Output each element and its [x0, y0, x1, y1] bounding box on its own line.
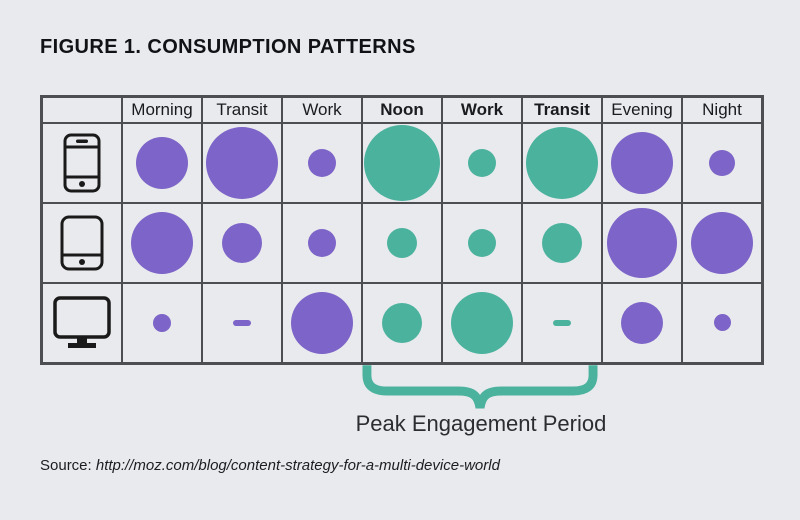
column-header-transit: Transit	[201, 95, 283, 124]
bubble-mark	[308, 229, 336, 257]
source-line: Source: http://moz.com/blog/content-stra…	[40, 457, 500, 474]
matrix-cell	[681, 282, 764, 365]
tablet-icon	[60, 215, 104, 271]
bubble-mark	[387, 228, 417, 258]
matrix-cell	[601, 282, 683, 365]
matrix-cell	[361, 122, 443, 204]
device-cell-smartphone	[40, 122, 123, 204]
bubble-mark	[136, 137, 188, 189]
bubble-mark	[468, 229, 496, 257]
bubble-mark	[382, 303, 422, 343]
bubble-mark	[611, 132, 673, 194]
bubble-mark	[308, 149, 336, 177]
bubble-mark	[451, 292, 513, 354]
bubble-mark	[621, 302, 663, 344]
source-url: http://moz.com/blog/content-strategy-for…	[95, 457, 500, 474]
bubble-mark	[222, 223, 262, 263]
bubble-mark	[691, 212, 753, 274]
matrix-cell	[281, 282, 363, 365]
device-row-tablet	[40, 202, 764, 284]
peak-period-brace-icon	[361, 365, 599, 413]
column-header-noon: Noon	[361, 95, 443, 124]
matrix-cell	[441, 202, 523, 284]
column-header-morning: Morning	[121, 95, 203, 124]
matrix-cell	[361, 202, 443, 284]
matrix-cell	[201, 202, 283, 284]
bubble-mark	[364, 125, 440, 201]
dash-mark	[553, 319, 571, 326]
matrix-cell	[201, 282, 283, 365]
matrix-cell	[281, 122, 363, 204]
device-row-smartphone	[40, 122, 764, 204]
matrix-cell	[681, 122, 764, 204]
bubble-mark	[526, 127, 598, 199]
column-header-work: Work	[281, 95, 363, 124]
matrix-cell	[521, 282, 603, 365]
bubble-mark	[131, 212, 193, 274]
matrix-cell	[441, 122, 523, 204]
smartphone-icon	[63, 133, 101, 193]
matrix-cell	[521, 122, 603, 204]
bubble-mark	[468, 149, 496, 177]
matrix-cell	[121, 282, 203, 365]
desktop-icon	[53, 296, 111, 350]
matrix-cell	[601, 202, 683, 284]
matrix-cell	[601, 122, 683, 204]
matrix-cell	[121, 122, 203, 204]
matrix-cell	[281, 202, 363, 284]
bubble-mark	[206, 127, 278, 199]
device-cell-tablet	[40, 202, 123, 284]
peak-period-label: Peak Engagement Period	[355, 411, 607, 436]
bubble-mark	[542, 223, 582, 263]
bubble-mark	[153, 313, 171, 332]
column-header-transit: Transit	[521, 95, 603, 124]
device-row-desktop	[40, 282, 764, 365]
matrix-cell	[441, 282, 523, 365]
source-label: Source:	[40, 457, 92, 474]
device-cell-desktop	[40, 282, 123, 365]
matrix-cell	[201, 122, 283, 204]
column-header-work: Work	[441, 95, 523, 124]
dash-mark	[233, 319, 251, 326]
matrix-cell	[681, 202, 764, 284]
device-column-header	[40, 95, 123, 124]
column-header-evening: Evening	[601, 95, 683, 124]
matrix-cell	[521, 202, 603, 284]
matrix-cell	[121, 202, 203, 284]
bubble-mark	[713, 314, 731, 332]
matrix-cell	[361, 282, 443, 365]
bubble-mark	[607, 208, 677, 278]
bubble-mark	[291, 292, 353, 354]
bubble-mark	[709, 150, 735, 176]
column-header-night: Night	[681, 95, 764, 124]
figure-title: FIGURE 1. CONSUMPTION PATTERNS	[40, 36, 416, 58]
